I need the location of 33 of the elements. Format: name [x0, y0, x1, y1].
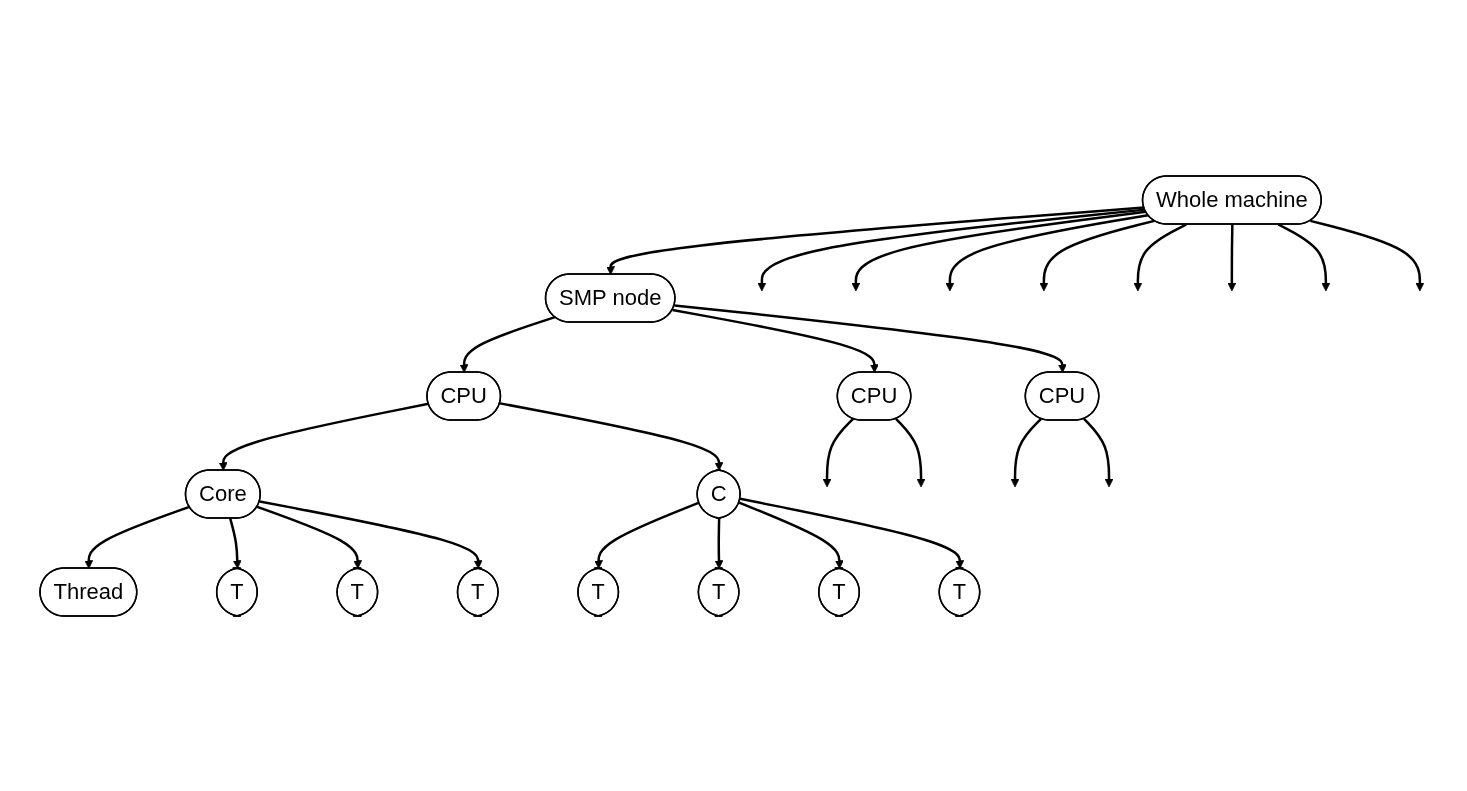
arrow: [1039, 219, 1155, 291]
arrow: [672, 308, 879, 373]
arrow: [1227, 223, 1237, 291]
stadium-node: Core: [184, 468, 261, 519]
arrow: [1010, 417, 1043, 487]
stadium-node: C: [696, 468, 741, 519]
stadium-node: T: [456, 566, 499, 617]
stadium-node: T: [818, 566, 861, 617]
stadium-node: T: [577, 566, 620, 617]
stadium-node: SMP node: [544, 272, 676, 323]
stadium-node: CPU: [836, 370, 912, 421]
arrow: [1133, 222, 1187, 291]
arrow: [757, 207, 1146, 291]
arrow: [851, 210, 1147, 291]
arrow: [822, 417, 855, 487]
arrow: [459, 315, 556, 373]
stadium-node: T: [697, 566, 740, 617]
arrow: [1310, 219, 1425, 291]
arrow: [945, 213, 1149, 291]
stadium-node: Thread: [39, 566, 138, 617]
stadium-node: CPU: [426, 370, 502, 421]
stadium-node: T: [336, 566, 379, 617]
arrow: [218, 402, 429, 471]
arrow: [84, 505, 190, 569]
stadium-node: T: [216, 566, 258, 617]
arrow: [674, 303, 1067, 373]
stadium-node: CPU: [1024, 370, 1100, 421]
stadium-node: T: [938, 566, 981, 617]
arrow: [895, 417, 926, 487]
arrow: [1083, 417, 1114, 487]
arrow: [606, 205, 1145, 275]
stadium-node: Whole machine: [1141, 174, 1322, 225]
arrow: [1277, 222, 1331, 291]
